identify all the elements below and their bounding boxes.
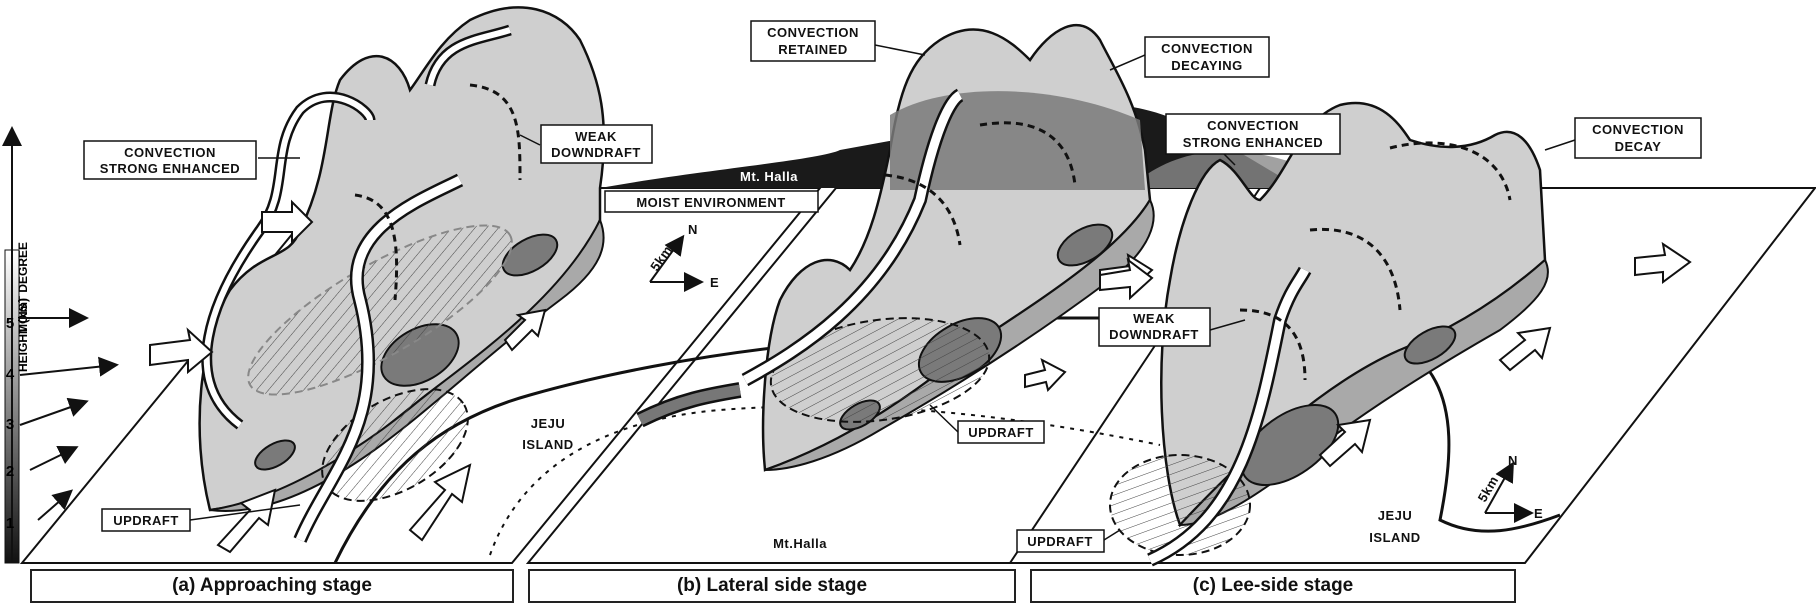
- downdraft-arrow-b-2: [884, 173, 962, 246]
- svg-text:RETAINED: RETAINED: [778, 42, 847, 57]
- callout-weak-downdraft-a: WEAK DOWNDRAFT: [519, 124, 653, 164]
- inflow-hollow-arrow: [408, 463, 472, 542]
- mt-halla-base-label: Mt.Halla: [773, 536, 827, 551]
- callout-convection-strong-a: CONVECTION STRONG ENHANCED: [83, 140, 300, 180]
- updraft-arrow-c-main-fill: [1148, 267, 1310, 565]
- axis-tick-4: 4: [6, 366, 15, 383]
- downdraft-arrow-c-1: [1389, 141, 1512, 201]
- callout-updraft-b: UPDRAFT: [929, 404, 1045, 444]
- svg-text:DOWNDRAFT: DOWNDRAFT: [1109, 327, 1199, 342]
- cloud-dark-top-b: [890, 91, 1145, 190]
- mt-halla-top-label: Mt. Halla: [740, 169, 798, 184]
- updraft-zone-a-upper: [247, 224, 513, 396]
- updraft-zone-b: [769, 317, 991, 423]
- callout-convection-decay-c: CONVECTION DECAY: [1544, 117, 1702, 159]
- callout-updraft-c: UPDRAFT: [1016, 529, 1121, 553]
- inflow-wind-arrows: [19, 308, 119, 521]
- jeju-dashed-outline: [489, 405, 1161, 556]
- core-b-1: [1056, 223, 1114, 267]
- callout-moist-environment-b: MOIST ENVIRONMENT: [604, 190, 819, 213]
- core-a-3: [254, 439, 296, 471]
- cloud-stage-a: [149, 6, 606, 554]
- axis-tick-3: 3: [6, 416, 14, 433]
- svg-text:UPDRAFT: UPDRAFT: [1027, 534, 1093, 549]
- updraft-arrow-a-top-fill: [427, 27, 511, 86]
- outflow-hollow-arrow: [1318, 418, 1372, 468]
- compass-north-arrow: [1484, 461, 1514, 514]
- moist-degree-label: MOIST DEGREE: [16, 242, 30, 334]
- svg-text:DOWNDRAFT: DOWNDRAFT: [551, 145, 641, 160]
- compass-b-east: E: [710, 275, 719, 290]
- wind-arrow: [37, 489, 74, 521]
- outflow-hollow-arrow: [1634, 241, 1692, 284]
- wind-arrow: [19, 356, 119, 377]
- svg-text:STRONG ENHANCED: STRONG ENHANCED: [100, 161, 240, 176]
- updraft-arrow-a-main-fill: [295, 175, 463, 542]
- jeju-island-c-line2: ISLAND: [1369, 530, 1420, 545]
- svg-text:CONVECTION: CONVECTION: [124, 145, 216, 160]
- wind-arrow: [19, 397, 89, 426]
- compass-c-east: E: [1534, 506, 1543, 521]
- downdraft-arrow-a-2: [354, 193, 399, 301]
- compass-north-arrow: [649, 234, 685, 283]
- callout-convection-decaying-b: CONVECTION DECAYING: [1109, 36, 1270, 78]
- svg-text:WEAK: WEAK: [575, 129, 617, 144]
- downdraft-arrow-a-1: [469, 83, 522, 181]
- outflow-hollow-arrow: [1498, 326, 1552, 372]
- svg-text:CONVECTION: CONVECTION: [767, 25, 859, 40]
- moist-inflow-arrow-b-fill: [637, 384, 741, 425]
- compass-c-north: N: [1508, 453, 1518, 468]
- jeju-island-b-line2: ISLAND: [522, 437, 573, 452]
- updraft-arrow-b-main-fill: [742, 90, 963, 384]
- callout-convection-strong-c: CONVECTION STRONG ENHANCED: [1165, 113, 1341, 166]
- outflow-hollow-arrow: [1099, 257, 1154, 301]
- core-c-1: [1403, 325, 1457, 365]
- downdraft-arrow-b-1: [979, 121, 1077, 186]
- svg-text:WEAK: WEAK: [1133, 311, 1175, 326]
- svg-text:CONVECTION: CONVECTION: [1207, 118, 1299, 133]
- downdraft-arrow-c-2: [1309, 227, 1402, 311]
- caption-approaching-stage: (a) Approaching stage: [30, 569, 514, 603]
- jeju-island-c-line1: JEJU: [1378, 508, 1413, 523]
- compass-c: [1484, 461, 1534, 523]
- outflow-hollow-arrow: [1024, 358, 1067, 393]
- axis-tick-2: 2: [6, 463, 14, 480]
- inflow-hollow-arrow: [216, 488, 277, 554]
- svg-text:UPDRAFT: UPDRAFT: [113, 513, 179, 528]
- compass-b-north: N: [688, 222, 698, 237]
- updraft-zone-c: [1109, 454, 1251, 556]
- downdraft-arrow-c-3: [1239, 308, 1307, 381]
- compass-b: [649, 234, 704, 292]
- core-c-2: [1240, 404, 1340, 486]
- cloud-stage-b: [636, 23, 1155, 472]
- cloud-stage-c: [1099, 101, 1692, 567]
- axis-tick-1: 1: [6, 515, 14, 532]
- caption-lee-side-stage: (c) Lee-side stage: [1030, 569, 1516, 603]
- svg-text:DECAY: DECAY: [1615, 139, 1662, 154]
- svg-text:UPDRAFT: UPDRAFT: [968, 425, 1034, 440]
- callout-weak-downdraft-c: WEAK DOWNDRAFT: [1098, 307, 1246, 347]
- core-a-1: [501, 233, 559, 277]
- callout-convection-retained-b: CONVECTION RETAINED: [750, 20, 926, 62]
- svg-text:CONVECTION: CONVECTION: [1161, 41, 1253, 56]
- callout-updraft-a: UPDRAFT: [101, 504, 301, 532]
- height-label: HEIGHT (km): [16, 298, 30, 372]
- vertical-axis: MOIST DEGREE HEIGHT (km) 1 2 3 4 5: [1, 126, 30, 564]
- svg-text:STRONG ENHANCED: STRONG ENHANCED: [1183, 135, 1323, 150]
- outflow-hollow-arrow: [503, 308, 547, 352]
- svg-text:CONVECTION: CONVECTION: [1592, 122, 1684, 137]
- svg-text:MOIST ENVIRONMENT: MOIST ENVIRONMENT: [636, 195, 785, 210]
- inflow-hollow-arrow: [261, 199, 314, 245]
- inflow-hollow-arrow: [149, 327, 214, 375]
- jeju-island-b-line1: JEJU: [531, 416, 566, 431]
- axis-tick-5: 5: [6, 315, 14, 332]
- wind-arrow: [29, 446, 79, 471]
- svg-text:DECAYING: DECAYING: [1171, 58, 1242, 73]
- caption-lateral-side-stage: (b) Lateral side stage: [528, 569, 1016, 603]
